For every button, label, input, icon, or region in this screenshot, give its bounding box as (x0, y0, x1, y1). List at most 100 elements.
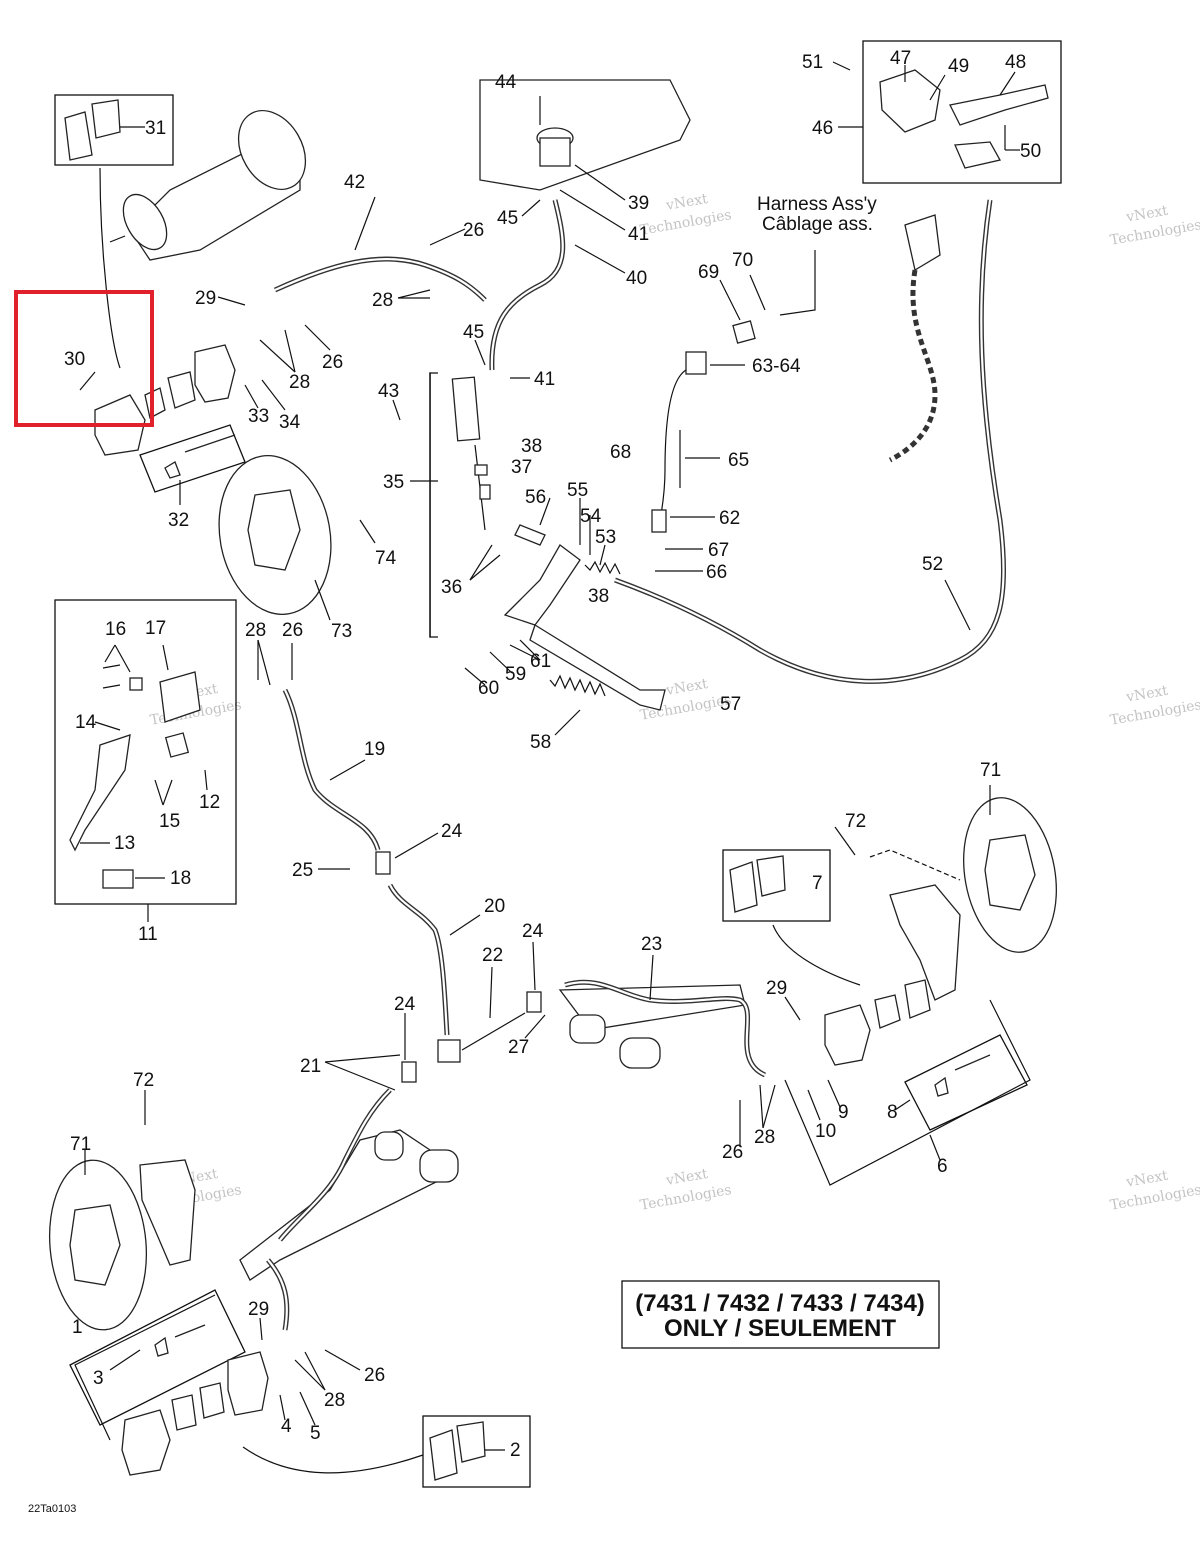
sensor-assembly (651, 320, 756, 533)
callout-23: 23 (641, 934, 662, 955)
callout-24: 24 (394, 994, 416, 1015)
callout-38: 38 (588, 586, 609, 607)
brake-pad-box-31 (54, 94, 174, 166)
brake-pads-7 (729, 855, 786, 913)
parts-art (48, 69, 1057, 1481)
callout-32: 32 (168, 510, 189, 531)
callout-27: 27 (508, 1037, 529, 1058)
callout-24: 24 (441, 821, 463, 842)
brake-pad-box-7 (722, 849, 831, 922)
callout-61: 61 (530, 651, 551, 672)
callout-28: 28 (245, 620, 266, 641)
callout-66: 66 (706, 562, 727, 583)
callout-36: 36 (441, 577, 462, 598)
brake-disc-71-left (48, 1159, 196, 1331)
callout-11: 11 (138, 924, 158, 945)
tee-block-21 (401, 991, 542, 1083)
callout-40: 40 (626, 268, 647, 289)
callout-65: 65 (728, 450, 749, 471)
watermark-text: vNext (664, 1166, 709, 1189)
callout-19: 19 (364, 739, 385, 760)
callout-5: 5 (310, 1423, 321, 1444)
callout-57: 57 (720, 694, 741, 715)
watermark: vNext Technologies (639, 1166, 733, 1214)
watermark-text: Technologies (639, 1182, 733, 1214)
caliper-6 (824, 979, 931, 1066)
brake-line-42 (273, 256, 487, 302)
callout-63-64: 63-64 (752, 356, 801, 377)
pin-kit-3 (154, 1324, 206, 1357)
master-cylinder-35 (451, 376, 491, 531)
callout-70: 70 (732, 250, 753, 271)
pin-kit-box-3 (69, 1289, 246, 1426)
callout-62: 62 (719, 508, 740, 529)
callout-12: 12 (199, 792, 220, 813)
callout-41: 41 (534, 369, 555, 390)
callout-58: 58 (530, 732, 551, 753)
watermark-text: Technologies (1109, 697, 1200, 729)
watermark-text: vNext (1124, 203, 1169, 226)
callout-46: 46 (812, 118, 833, 139)
model-note: (7431 / 7432 / 7433 / 7434) ONLY / SEULE… (635, 1290, 925, 1342)
caliper-1 (121, 1351, 269, 1476)
watermark-text: Technologies (639, 207, 733, 239)
caliper-30 (94, 344, 236, 456)
watermark-text: vNext (664, 191, 709, 214)
callout-72: 72 (845, 811, 866, 832)
callout-8: 8 (887, 1102, 898, 1123)
callout-54: 54 (580, 506, 602, 527)
callout-17: 17 (145, 618, 166, 639)
callout-59: 59 (505, 664, 526, 685)
highlight-box (14, 290, 154, 427)
brake-line-19-20 (282, 688, 450, 1036)
a-arm-rear (239, 1088, 459, 1331)
pin-kit-8 (934, 1054, 991, 1097)
model-note-codes: (7431 / 7432 / 7433 / 7434) (635, 1290, 925, 1317)
watermark-text: vNext (664, 676, 709, 699)
spring-53 (549, 560, 621, 697)
callout-16: 16 (105, 619, 126, 640)
harness-label-fr: Câblage ass. (762, 214, 873, 235)
callout-24: 24 (522, 921, 544, 942)
leader-lines (74, 61, 1031, 1474)
callout-26: 26 (282, 620, 303, 641)
reservoir-39 (479, 79, 691, 191)
callout-71: 71 (70, 1134, 91, 1155)
callout-48: 48 (1005, 52, 1026, 73)
brake-disc-71-right (889, 797, 1057, 1001)
master-cylinder-box-11 (54, 599, 237, 905)
watermark-text: vNext (1124, 683, 1169, 706)
hand-lever-48 (879, 69, 1049, 169)
callout-3: 3 (93, 1368, 104, 1389)
callout-28: 28 (324, 1390, 345, 1411)
note-box (621, 1280, 940, 1349)
callout-72: 72 (133, 1070, 154, 1091)
lever-assembly-box (862, 40, 1062, 184)
callout-56: 56 (525, 487, 546, 508)
callout-51: 51 (802, 52, 823, 73)
callout-28: 28 (754, 1127, 775, 1148)
callout-49: 49 (948, 56, 969, 77)
throttle-cable-52 (614, 199, 1007, 684)
callout-43: 43 (378, 381, 399, 402)
callout-26: 26 (463, 220, 484, 241)
callout-14: 14 (75, 712, 97, 733)
callout-28: 28 (289, 372, 310, 393)
callout-42: 42 (344, 172, 365, 193)
callout-29: 29 (195, 288, 216, 309)
callout-45: 45 (497, 208, 518, 229)
callout-34: 34 (279, 412, 301, 433)
watermark-text: vNext (1124, 1168, 1169, 1191)
callout-29: 29 (248, 1299, 269, 1320)
callout-29: 29 (766, 978, 787, 999)
callout-10: 10 (815, 1121, 836, 1142)
watermark: vNext Technologies (1109, 203, 1200, 249)
watermark-text: Technologies (1109, 1182, 1200, 1214)
callout-47: 47 (890, 48, 911, 69)
callout-9: 9 (838, 1102, 849, 1123)
bracket-35 (429, 372, 438, 638)
part-boxes (54, 40, 1062, 1488)
callout-31: 31 (145, 118, 166, 139)
pin-kit-box-8 (904, 1034, 1028, 1131)
